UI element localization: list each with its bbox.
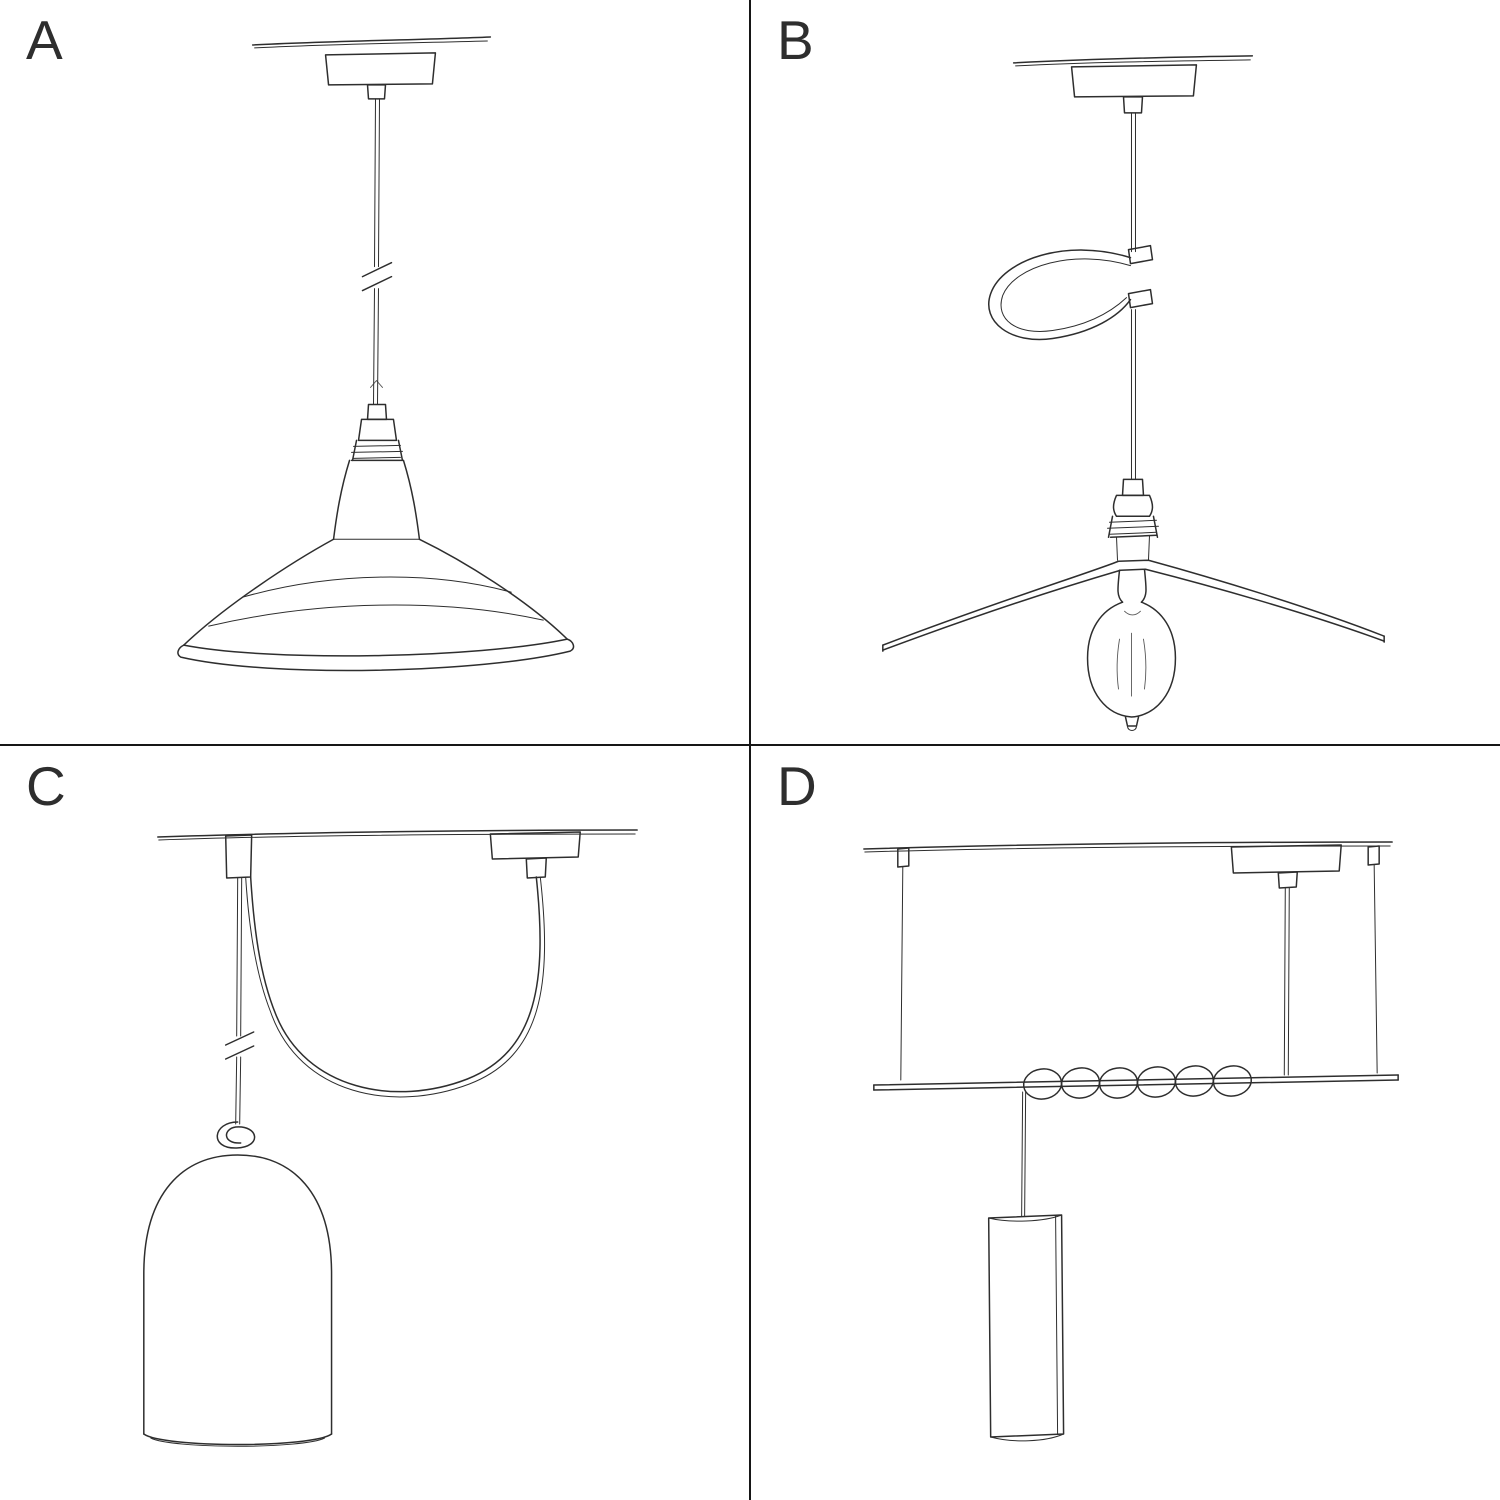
- left-suspension-wire: [897, 847, 910, 1081]
- panel-c-label: C: [26, 755, 67, 817]
- drop-cable: [224, 877, 255, 1125]
- ceiling-rose: [324, 52, 437, 100]
- ceiling-rose: [1070, 64, 1198, 114]
- panel-a: A: [0, 0, 749, 744]
- sketch-pendant-flat-shade-exposed-bulb: [882, 55, 1385, 732]
- lamp-holder: [350, 403, 404, 462]
- ceiling-rose: [489, 831, 581, 879]
- horizontal-bar: [873, 1074, 1399, 1091]
- cable-hook-loop: [988, 244, 1154, 341]
- panel-d-label: D: [777, 755, 818, 817]
- flat-plate-shade: [882, 559, 1385, 652]
- panel-b: B: [751, 0, 1500, 744]
- sketch-pendant-industrial-bowl-shade: [177, 36, 575, 672]
- central-cable: [1283, 887, 1290, 1076]
- coiled-cable: [1022, 1065, 1253, 1100]
- sketch-swag-pendant-bell-shade: [143, 829, 638, 1447]
- pendant-cable: [361, 98, 393, 405]
- right-suspension-wire: [1367, 845, 1380, 1074]
- panel-a-label: A: [26, 9, 64, 71]
- panel-c: C: [0, 746, 749, 1500]
- light-bulb: [1086, 568, 1177, 732]
- ceiling-hook-block: [224, 834, 253, 879]
- bell-shade: [143, 1154, 333, 1447]
- panel-d: D: [751, 746, 1500, 1500]
- tube-shade: [987, 1214, 1065, 1442]
- ceiling-rose: [1230, 844, 1342, 889]
- drop-cable: [1021, 1091, 1027, 1217]
- ceiling-line: [863, 841, 1393, 853]
- cable-knot: [216, 1121, 256, 1149]
- industrial-bowl-shade: [177, 459, 575, 672]
- horizontal-divider: [0, 744, 1500, 746]
- panel-b-label: B: [777, 9, 815, 71]
- lamp-holder: [1107, 478, 1159, 561]
- swag-cable: [245, 876, 546, 1098]
- vertical-divider: [749, 0, 751, 1500]
- ceiling-line: [157, 829, 638, 841]
- ceiling-line: [251, 36, 492, 49]
- pendant-cable: [1130, 112, 1136, 480]
- ceiling-line: [1012, 55, 1254, 67]
- sketch-suspension-bar-tube-pendant: [863, 841, 1399, 1442]
